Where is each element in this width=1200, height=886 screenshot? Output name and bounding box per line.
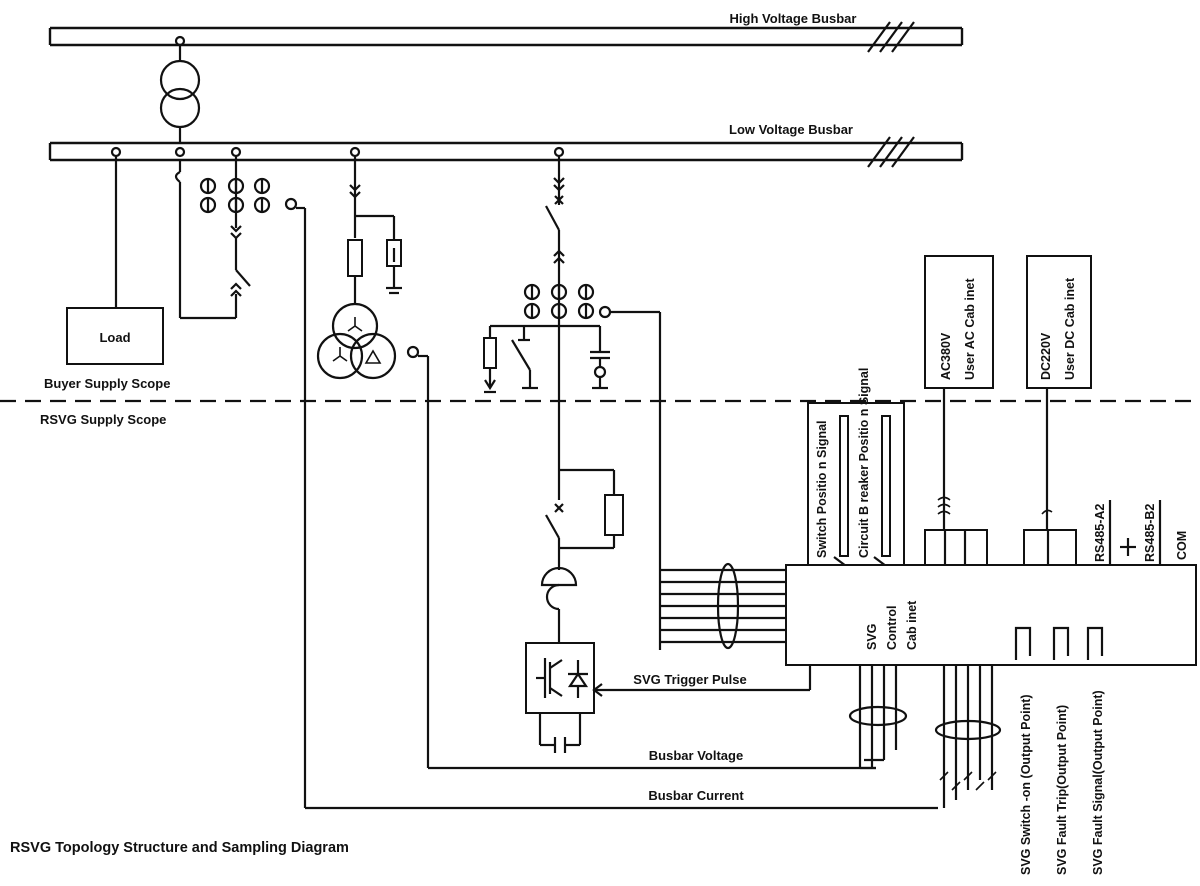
- rs485-b2-label: RS485-B2: [1143, 504, 1157, 562]
- load-label: Load: [99, 330, 130, 345]
- rsvg-supply-scope-label: RSVG Supply Scope: [40, 412, 166, 427]
- svg-control-line3: Cab inet: [905, 600, 919, 650]
- voltage-sampling-bundle: [848, 665, 908, 770]
- output-point-fault-signal-label: SVG Fault Signal(Output Point): [1091, 690, 1105, 875]
- buyer-supply-scope-label: Buyer Supply Scope: [44, 376, 170, 391]
- ac-cabinet-name-label: User AC Cab inet: [963, 278, 977, 380]
- high-voltage-busbar: [48, 21, 964, 53]
- switch-position-signal-label: Switch Positio n Signal: [815, 420, 829, 558]
- main-transformer-symbol: [159, 35, 201, 158]
- current-transformer-feeder: [174, 146, 938, 810]
- output-point-fault-trip-label: SVG Fault Trip(Output Point): [1055, 705, 1069, 875]
- svg-trigger-pulse-label: SVG Trigger Pulse: [633, 672, 746, 687]
- high-voltage-busbar-label: High Voltage Busbar: [730, 11, 857, 26]
- sampling-signal-bundle: [660, 562, 786, 650]
- voltage-transformer-feeder: [316, 146, 876, 770]
- current-sampling-bundle: [934, 665, 1002, 808]
- busbar-voltage-label: Busbar Voltage: [649, 748, 743, 763]
- dc-cabinet-name-label: User DC Cab inet: [1063, 277, 1077, 380]
- rs485-a2-label: RS485-A2: [1093, 504, 1107, 562]
- output-point-relays: [1014, 626, 1104, 660]
- svg-control-line1: SVG: [865, 624, 879, 650]
- dc-cabinet-voltage-label: DC220V: [1039, 332, 1053, 380]
- svg-control-cabinet: [785, 564, 1197, 666]
- ct-group-right: [523, 283, 595, 320]
- ac-cabinet-voltage-label: AC380V: [939, 332, 953, 380]
- busbar-current-label: Busbar Current: [648, 788, 744, 803]
- ct-group-left: [199, 177, 271, 214]
- svg-main-feeder: [483, 146, 812, 753]
- user-dc-cabinet: [1023, 255, 1092, 566]
- load-feeder: [66, 146, 164, 365]
- communication-terminals: [1108, 500, 1162, 565]
- svg-control-line2: Control: [885, 606, 899, 650]
- diagram-caption: RSVG Topology Structure and Sampling Dia…: [10, 840, 349, 856]
- output-point-switch-on-label: SVG Switch -on (Output Point): [1019, 694, 1033, 875]
- com-label: COM: [1175, 531, 1189, 560]
- low-voltage-busbar-label: Low Voltage Busbar: [729, 122, 853, 137]
- user-ac-cabinet: [924, 255, 994, 566]
- low-voltage-busbar: [48, 136, 964, 168]
- breaker-position-signal-label: Circuit B reaker Positio n Signal: [857, 368, 871, 558]
